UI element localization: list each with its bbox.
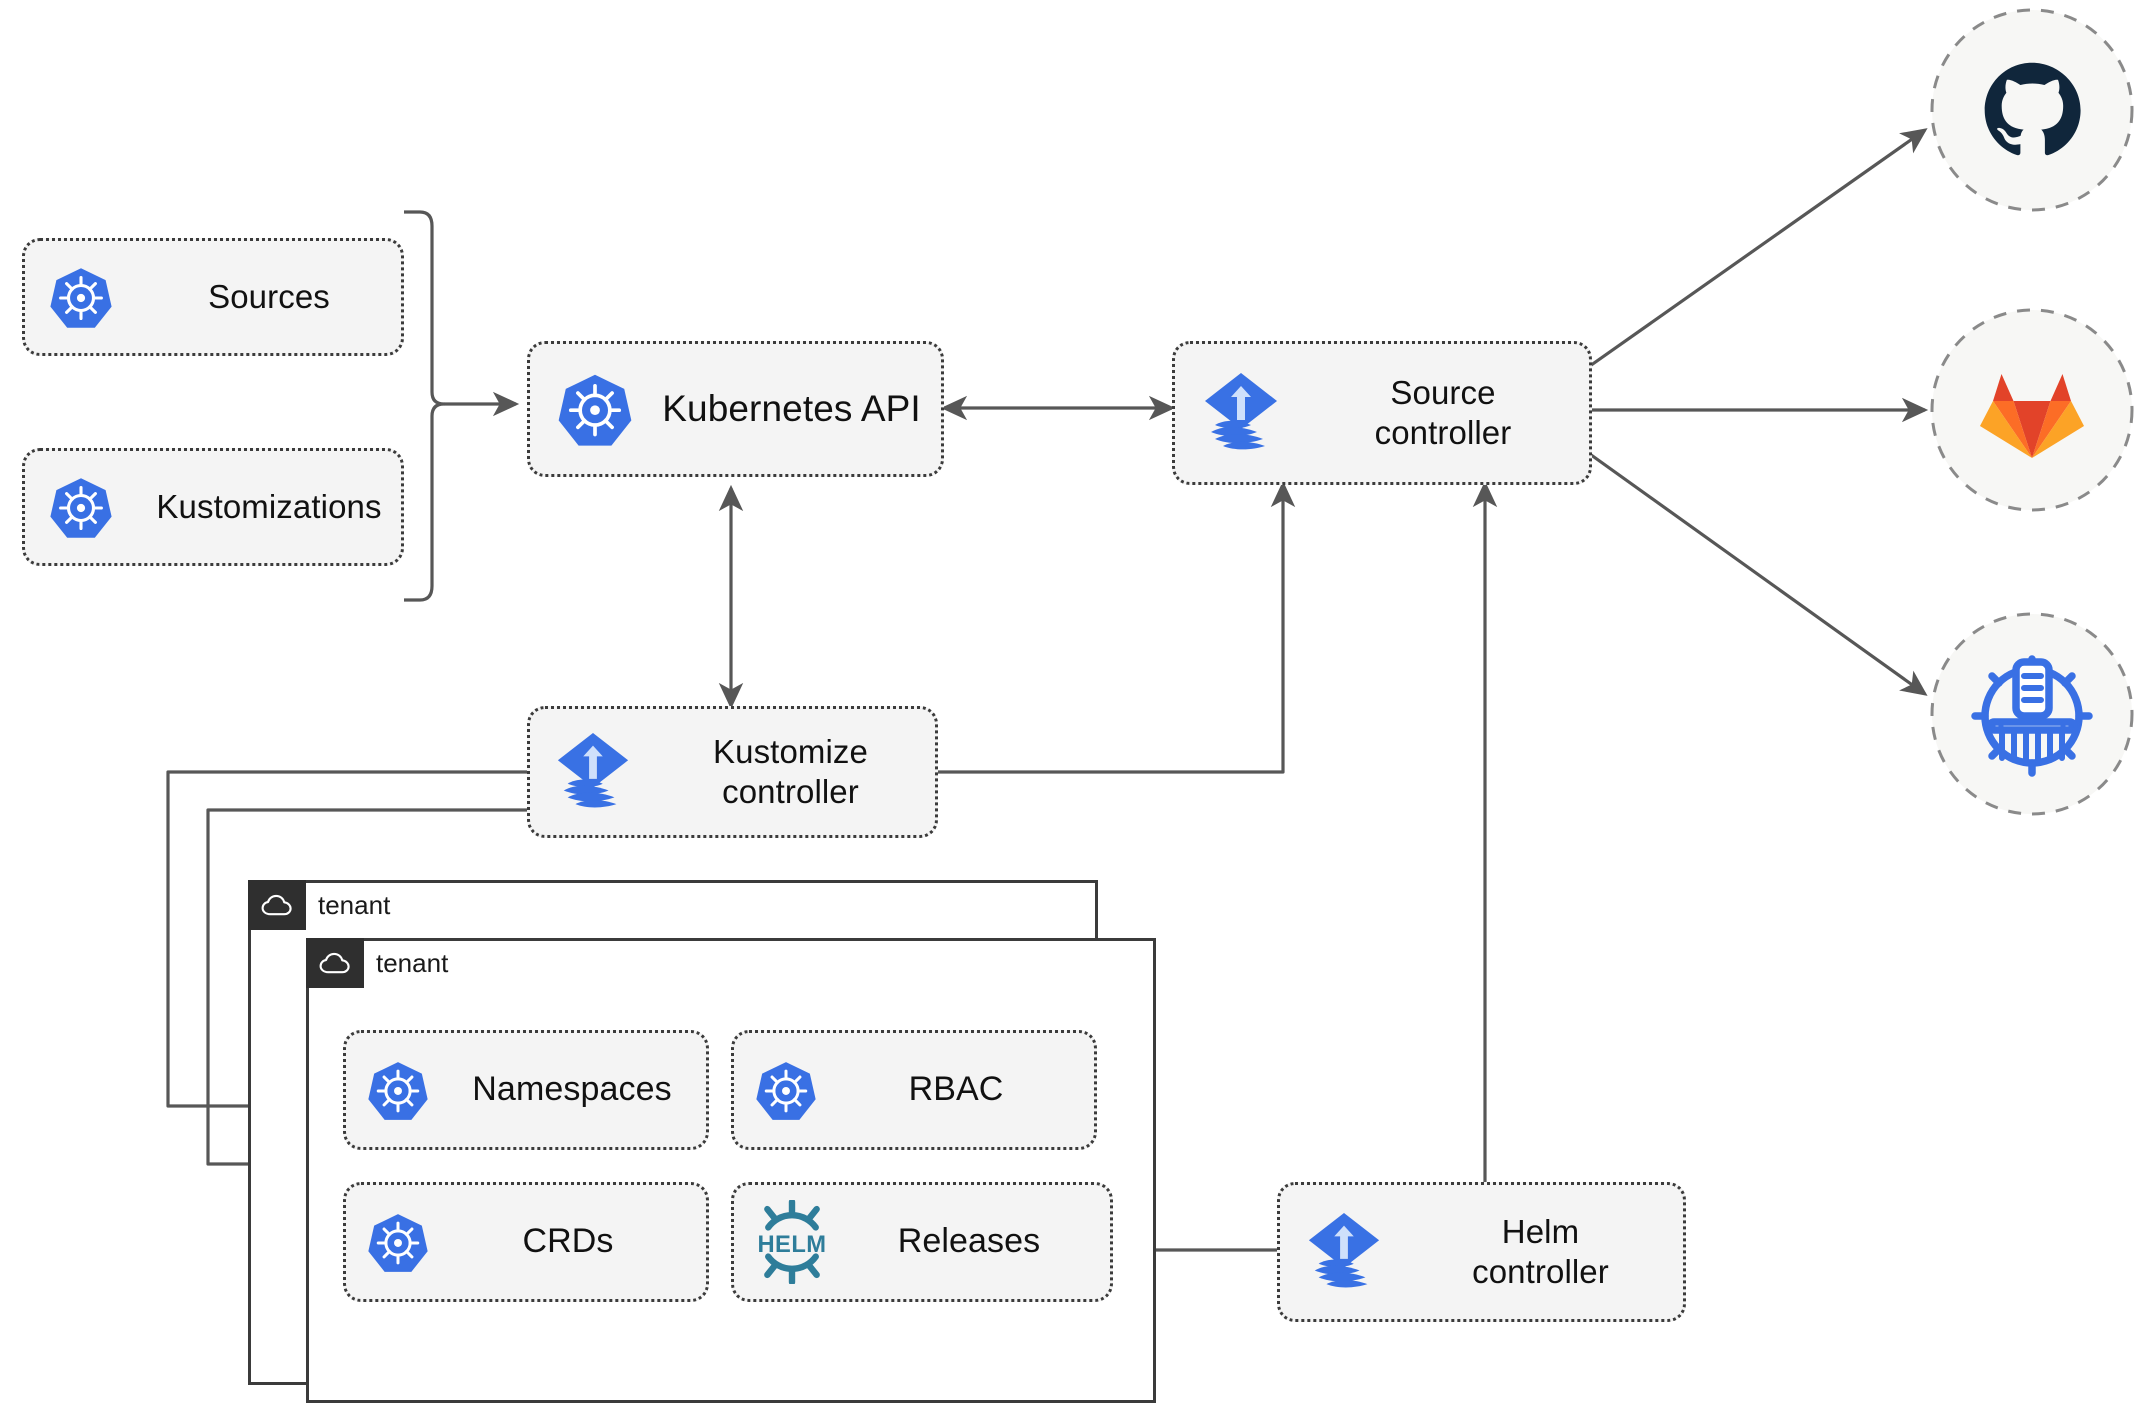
node-label-line1: Helm <box>1501 1212 1580 1250</box>
node-label: Namespaces <box>472 1070 672 1109</box>
edge-kustomize-to-source-controller <box>938 480 1296 774</box>
node-label: CRDs <box>522 1222 614 1261</box>
artifact-source-github[interactable] <box>1930 8 2134 212</box>
node-label-line1: Source <box>1390 373 1496 411</box>
node-kubernetes-api[interactable]: Kubernetes API <box>527 341 944 477</box>
flux-icon <box>530 730 656 814</box>
tenant-frame-front[interactable] <box>306 938 1156 1403</box>
edge-source-controller-to-github <box>1586 128 1928 370</box>
node-label-line2: controller <box>1472 1253 1609 1290</box>
node-releases[interactable]: HELM Releases <box>731 1182 1113 1302</box>
node-rbac[interactable]: RBAC <box>731 1030 1097 1150</box>
kubernetes-icon <box>346 1211 450 1273</box>
node-label-line2: controller <box>1374 414 1512 451</box>
node-source-controller[interactable]: Source controller <box>1172 341 1592 485</box>
edge-kustomize-to-tenant-back <box>166 770 527 1119</box>
svg-text:HELM: HELM <box>757 1232 826 1258</box>
node-label: Kustomize controller <box>656 732 935 813</box>
edge-source-controller-to-bucket <box>1586 450 1928 696</box>
node-label: Releases <box>897 1222 1041 1261</box>
helm-icon: HELM <box>734 1200 850 1284</box>
tenant-tab-back <box>248 880 306 930</box>
node-label: Helm controller <box>1408 1212 1683 1293</box>
artifact-source-bucket[interactable] <box>1930 612 2134 816</box>
cloud-icon <box>261 894 292 916</box>
tenant-label-front: tenant <box>376 948 449 978</box>
flux-icon <box>1175 370 1307 456</box>
bucket-icon <box>1971 655 2093 777</box>
kubernetes-icon <box>530 371 660 447</box>
node-label: Kubernetes API <box>662 388 921 430</box>
node-sources[interactable]: Sources <box>22 238 404 356</box>
github-icon <box>1984 62 2081 156</box>
node-crds[interactable]: CRDs <box>343 1182 709 1302</box>
node-label: RBAC <box>908 1070 1004 1109</box>
node-label: Kustomizations <box>156 487 382 525</box>
kubernetes-icon <box>25 475 137 539</box>
kubernetes-icon <box>734 1059 838 1121</box>
kubernetes-icon <box>346 1059 450 1121</box>
gitlab-icon <box>1980 374 2084 458</box>
cloud-icon <box>319 952 350 974</box>
node-kustomize-controller[interactable]: Kustomize controller <box>527 706 938 838</box>
node-label-line2: controller <box>722 773 859 810</box>
artifact-source-gitlab[interactable] <box>1930 308 2134 512</box>
node-namespaces[interactable]: Namespaces <box>343 1030 709 1150</box>
node-kustomizations[interactable]: Kustomizations <box>22 448 404 566</box>
node-helm-controller[interactable]: Helm controller <box>1277 1182 1686 1322</box>
flux-icon <box>1280 1210 1408 1294</box>
node-label: Sources <box>208 277 330 315</box>
node-label: Source controller <box>1307 373 1589 454</box>
kubernetes-icon <box>25 265 137 329</box>
tenant-label-back: tenant <box>318 890 391 920</box>
node-label-line1: Kustomize <box>713 732 868 770</box>
tenant-tab-front <box>306 938 364 988</box>
